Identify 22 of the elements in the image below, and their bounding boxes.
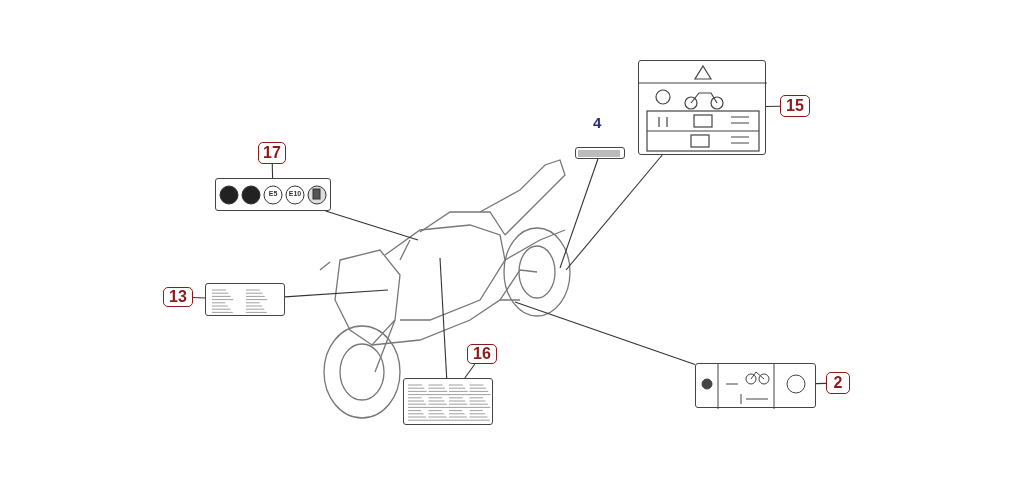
leader-line [284,289,389,298]
leader-line [271,163,274,179]
leader-line [464,363,476,379]
leader-line [559,158,599,269]
text-label [403,378,493,425]
symbol-label [215,178,331,211]
leader-line [439,257,448,379]
leader-line [565,154,663,271]
leader-line [192,297,206,299]
leader-line [325,210,419,241]
text-label [205,283,285,316]
callout-number: 17 [258,142,286,164]
callout-number: 4 [593,114,602,131]
callout-number: 15 [780,95,810,117]
label-sticker [575,147,625,159]
leader-line [765,105,781,107]
leader-line [514,301,696,366]
callout-number: 13 [163,287,193,307]
symbol-label [695,363,816,408]
callout-number: 2 [826,372,850,394]
leader-line [815,382,827,385]
callout-number: 16 [467,344,497,364]
